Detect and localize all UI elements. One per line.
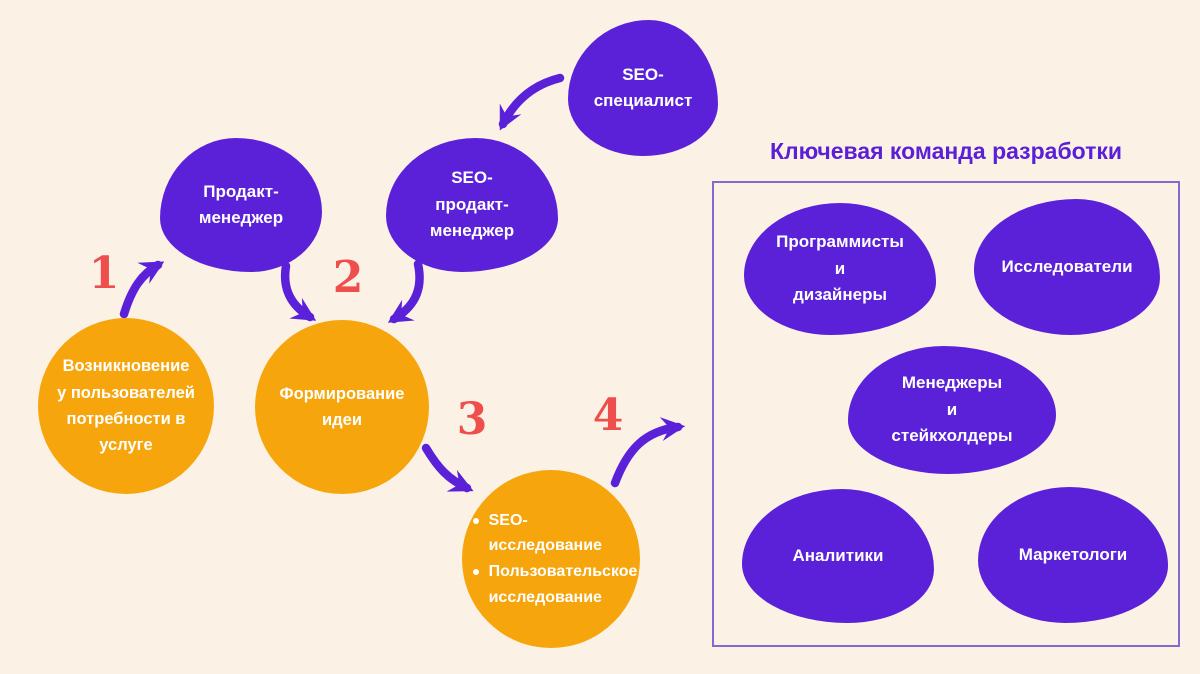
blob-programmers-designers: Программисты и дизайнеры bbox=[744, 203, 936, 335]
blob-programmers-designers-label: и bbox=[834, 258, 846, 278]
blob-analysts-label: Аналитики bbox=[792, 545, 884, 565]
step-number-2: 2 bbox=[332, 252, 364, 303]
circle-user-need-label: потребности в услуге bbox=[66, 410, 186, 455]
blob-programmers-designers-label: Программисты bbox=[776, 232, 904, 252]
arrow-product-manager-to-idea bbox=[280, 261, 317, 322]
blob-seo-specialist: SEO- специалист bbox=[568, 20, 718, 156]
blob-analysts: Аналитики bbox=[742, 489, 934, 623]
blob-seo-product-manager-label: менеджер bbox=[429, 221, 515, 241]
team-panel: Программисты и дизайнеры Исследователи М… bbox=[712, 181, 1180, 647]
circle-research: SEO-исследование Пользовательское исслед… bbox=[462, 470, 640, 648]
arrow-seo-specialist-to-seo-pm bbox=[498, 73, 565, 131]
circle-idea-formation: Формирование идеи bbox=[255, 320, 429, 494]
blob-seo-product-manager-label: продакт- bbox=[435, 194, 509, 214]
research-bullet-item: SEO-исследование bbox=[472, 508, 638, 559]
blob-seo-product-manager-label: SEO- bbox=[451, 168, 493, 188]
blob-product-manager: Продакт- менеджер bbox=[160, 138, 322, 272]
research-bullet-label: Пользовательское исследование bbox=[488, 563, 638, 606]
step-number-3: 3 bbox=[456, 394, 488, 445]
team-panel-title: Ключевая команда разработки bbox=[769, 138, 1123, 164]
blob-managers-stakeholders: Менеджеры и стейкхолдеры bbox=[848, 346, 1056, 474]
blob-marketers: Маркетологи bbox=[978, 487, 1168, 623]
blob-product-manager-label: Продакт- bbox=[203, 181, 279, 201]
circle-user-need: Возникновение у пользователей потребност… bbox=[38, 318, 214, 494]
blob-managers-stakeholders-label: Менеджеры bbox=[901, 373, 1003, 393]
blob-seo-product-manager: SEO- продакт- менеджер bbox=[386, 138, 558, 272]
circle-idea-formation-label: Формирование bbox=[279, 384, 405, 403]
bullet-dot-icon bbox=[472, 569, 479, 575]
blob-managers-stakeholders-label: стейкхолдеры bbox=[891, 426, 1013, 446]
circle-user-need-label: Возникновение bbox=[62, 357, 190, 376]
blob-seo-specialist-label: SEO- bbox=[622, 64, 664, 84]
blob-marketers-label: Маркетологи bbox=[1018, 544, 1128, 564]
blob-researchers-label: Исследователи bbox=[1001, 256, 1133, 276]
blob-managers-stakeholders-label: и bbox=[946, 399, 958, 419]
blob-product-manager-label: менеджер bbox=[198, 208, 284, 227]
research-bullet-label: SEO-исследование bbox=[488, 511, 602, 555]
blob-programmers-designers-label: дизайнеры bbox=[793, 285, 887, 305]
step-number-1: 1 bbox=[88, 248, 120, 299]
research-bullet-list: SEO-исследование Пользовательское исслед… bbox=[447, 508, 656, 610]
bullet-dot-icon bbox=[472, 517, 479, 524]
circle-idea-formation-label: идеи bbox=[322, 411, 362, 429]
arrow-step1-to-product-manager bbox=[119, 260, 165, 319]
arrow-seo-pm-to-idea bbox=[387, 259, 424, 324]
circle-user-need-label: у пользователей bbox=[57, 383, 195, 402]
blob-seo-specialist-label: специалист bbox=[593, 91, 693, 110]
step-number-4: 4 bbox=[592, 390, 624, 441]
arrow-step3-to-research bbox=[421, 443, 474, 493]
blob-researchers: Исследователи bbox=[974, 199, 1160, 335]
research-bullet-item: Пользовательское исследование bbox=[472, 559, 638, 610]
